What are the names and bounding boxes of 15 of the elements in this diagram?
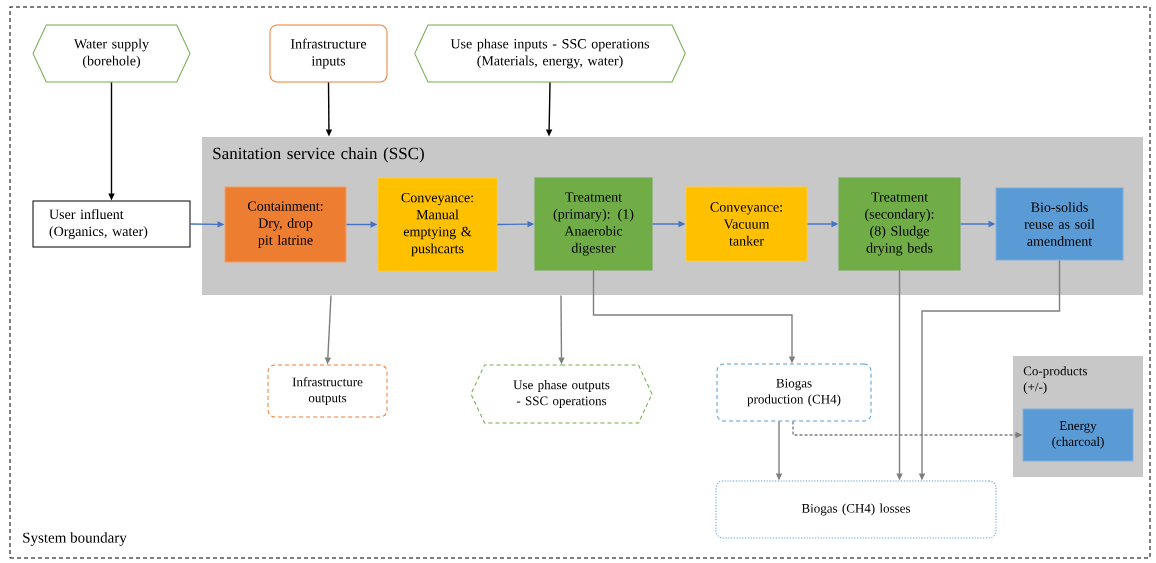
output-box: Biogas (CH4) losses (715, 480, 997, 539)
product-box: Energy (charcoal) (1022, 408, 1134, 462)
process-box: Conveyance: Vacuum tanker (685, 186, 808, 262)
output-box: Biogas production (CH4) (716, 363, 872, 422)
input-hexagon: Water supply (borehole) (32, 24, 191, 83)
process-box: Treatment (secondary): (8) Sludge drying beds (838, 177, 961, 271)
process-box: Treatment (primary): (1) Anaerobic digester (534, 177, 653, 271)
process-box: Conveyance: Manual emptying & pushcarts (377, 177, 498, 272)
process-box: Bio-solids reuse as soil amendment (995, 187, 1124, 261)
input-box: Infrastructure inputs (269, 24, 388, 83)
process-box: Containment: Dry, drop pit latrine (224, 186, 347, 263)
input-hexagon: Use phase inputs - SSC operations (Materials, energy, water) (414, 24, 686, 83)
output-box: Infrastructure outputs (267, 364, 388, 418)
input-box: User influent (Organics, water) (32, 200, 191, 248)
output-hexagon: Use phase outputs - SSC operations (470, 364, 653, 424)
